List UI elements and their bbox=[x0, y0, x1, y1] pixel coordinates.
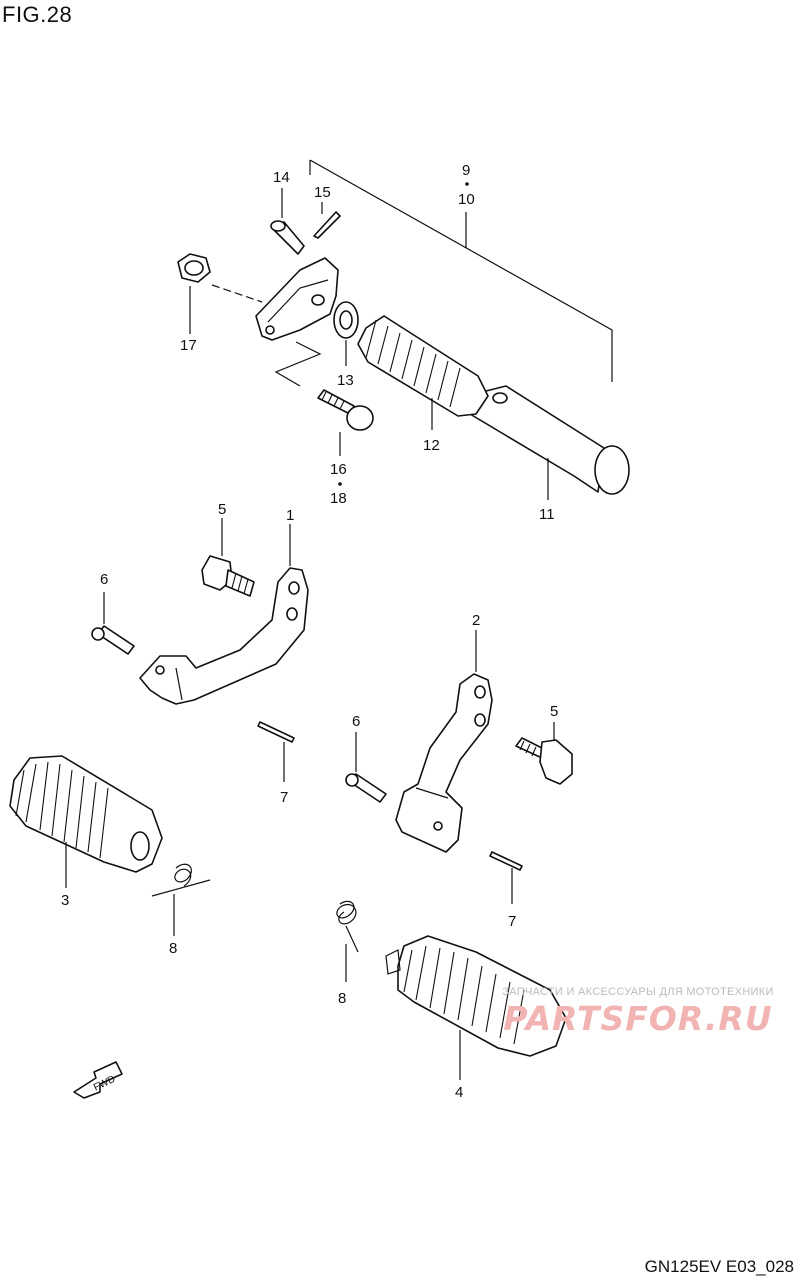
callout-7-left: 7 bbox=[280, 789, 288, 806]
part-3-footrest-rubber bbox=[9, 755, 163, 888]
callout-dot-9-10 bbox=[465, 182, 469, 186]
callout-15: 15 bbox=[314, 184, 331, 201]
part-8-spring-left bbox=[151, 863, 211, 936]
part-13-washer bbox=[333, 301, 359, 366]
callout-8-right: 8 bbox=[338, 990, 346, 1007]
part-2-bracket bbox=[395, 630, 493, 853]
part-1-bracket bbox=[139, 524, 309, 705]
callout-13: 13 bbox=[337, 372, 354, 389]
part-5-bolt-right bbox=[515, 722, 573, 785]
callout-6-right: 6 bbox=[352, 713, 360, 730]
callout-3: 3 bbox=[61, 892, 69, 909]
part-6-pin-right bbox=[345, 732, 387, 803]
callout-5-right: 5 bbox=[550, 703, 558, 720]
watermark: ЗАПЧАСТИ И АКСЕССУАРЫ ДЛЯ МОТОТЕХНИКИ PA… bbox=[488, 986, 788, 1038]
callout-12: 12 bbox=[423, 437, 440, 454]
callout-11: 11 bbox=[539, 506, 555, 523]
callout-6-left: 6 bbox=[100, 571, 108, 588]
part-bracket-upper bbox=[255, 257, 339, 387]
figure-title: FIG.28 bbox=[2, 2, 73, 27]
part-17-nut bbox=[177, 253, 263, 334]
part-7-cotter-right bbox=[489, 851, 523, 904]
callout-4: 4 bbox=[455, 1084, 463, 1101]
callout-14: 14 bbox=[273, 169, 290, 186]
callout-9: 9 bbox=[462, 162, 470, 179]
part-12-rubber-upper bbox=[357, 315, 489, 430]
callout-16: 16 bbox=[330, 461, 347, 478]
callout-dot-16-18 bbox=[338, 482, 342, 486]
watermark-caption: ЗАПЧАСТИ И АКСЕССУАРЫ ДЛЯ МОТОТЕХНИКИ bbox=[502, 986, 774, 998]
callout-17: 17 bbox=[180, 337, 197, 354]
part-14-pin bbox=[270, 188, 305, 255]
watermark-logo: PARTSFOR.RU bbox=[503, 999, 773, 1038]
part-11-footrest-bar bbox=[469, 385, 630, 500]
callout-5-left: 5 bbox=[218, 501, 226, 518]
part-6-pin-left bbox=[91, 592, 135, 655]
part-7-cotter-left bbox=[257, 721, 295, 782]
part-5-bolt-left bbox=[201, 518, 255, 597]
part-8-spring-right bbox=[336, 900, 359, 982]
callout-2: 2 bbox=[472, 612, 480, 629]
part-16-bolt bbox=[317, 389, 374, 456]
callout-7-right: 7 bbox=[508, 913, 516, 930]
assembly-bracket-line bbox=[309, 159, 613, 382]
callout-10: 10 bbox=[458, 191, 475, 208]
callout-8-left: 8 bbox=[169, 940, 177, 957]
part-4-footrest-rubber bbox=[385, 935, 567, 1080]
callout-1: 1 bbox=[286, 507, 294, 524]
fwd-arrow-icon: FWD bbox=[73, 1061, 123, 1099]
figure-code: GN125EV E03_028 bbox=[644, 1257, 794, 1276]
part-15-cotter-pin bbox=[313, 202, 341, 239]
callout-18: 18 bbox=[330, 490, 347, 507]
